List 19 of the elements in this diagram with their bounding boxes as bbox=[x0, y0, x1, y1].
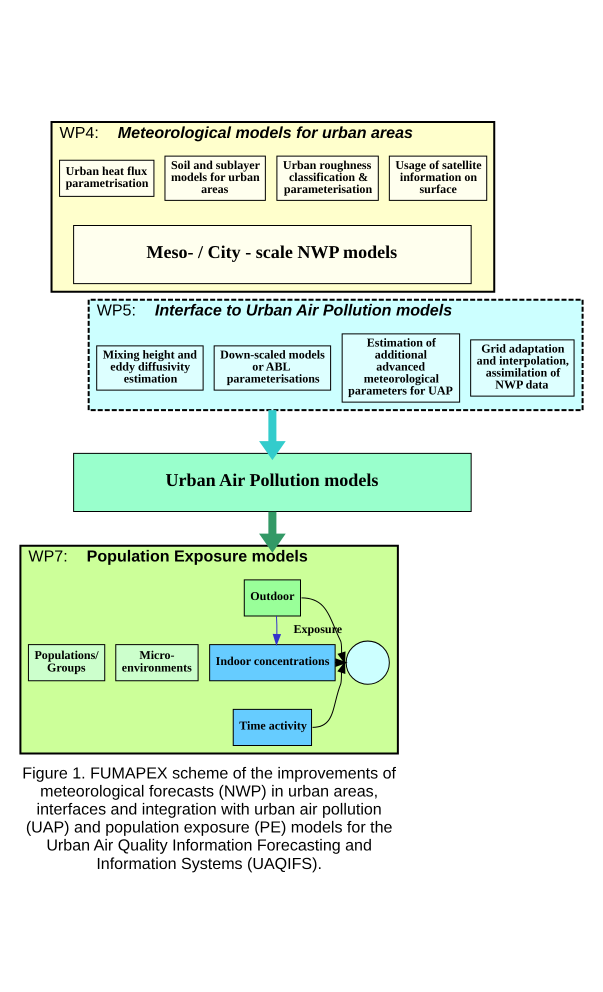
arrow bbox=[259, 410, 286, 460]
node-box: Time activity bbox=[232, 708, 312, 746]
node-box: Mixing height and eddy diffusivity estimation bbox=[96, 345, 204, 391]
node-box: Urban heat flux parametrisation bbox=[59, 160, 154, 197]
arrow bbox=[272, 616, 282, 646]
node-box: Urban roughness classification & parameterisation bbox=[276, 156, 379, 201]
node-box: Meso- / City - scale NWP models bbox=[73, 224, 472, 284]
node-box: Urban Air Pollution models bbox=[73, 452, 472, 512]
caption: Figure 1. FUMAPEX scheme of the improvements of meteorological forecasts (NWP) in urban areas, interfaces and integration with urban air pollution (UAP) and population exposure (PE) models for the Urban Air Quality Information Forecasting and Information Systems (UAQIFS). bbox=[22, 764, 396, 873]
node-box: Grid adaptation and interpolation, assimilation of NWP data bbox=[470, 339, 575, 397]
node-box: Micro- environments bbox=[115, 644, 199, 682]
node-box: Estimation of additional advanced meteorological parameters for UAP bbox=[342, 333, 460, 403]
node-box: Usage of satellite information on surface bbox=[388, 156, 488, 201]
node-box: Soil and sublayer models for urban areas bbox=[164, 156, 266, 201]
node-box: Down-scaled models or ABL parameterisations bbox=[214, 345, 332, 391]
node-circle bbox=[346, 640, 390, 685]
node-box: Outdoor bbox=[244, 579, 301, 616]
node-box: Populations/ Groups bbox=[28, 644, 106, 682]
arrow bbox=[259, 512, 286, 553]
